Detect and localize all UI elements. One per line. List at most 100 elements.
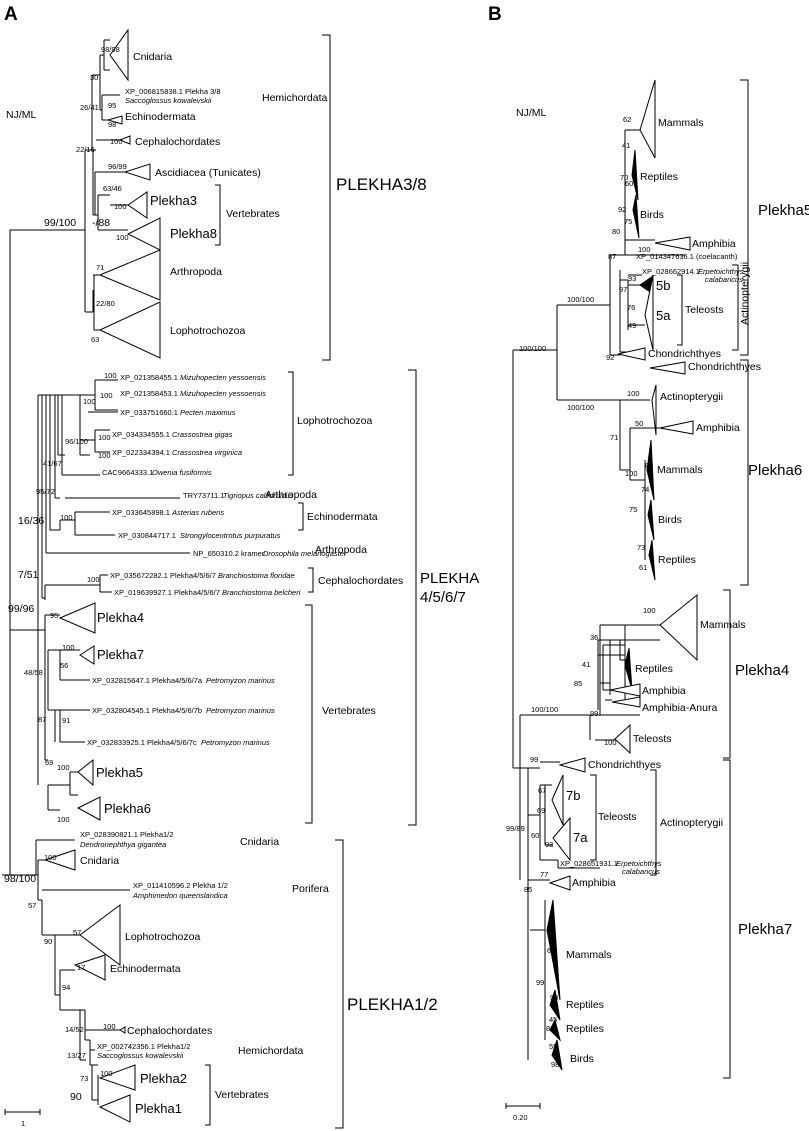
a-taxon-species: Branchiostoma floridae (218, 571, 295, 580)
a-support: 71 (96, 263, 104, 272)
b-support: 99 (530, 755, 538, 764)
a-taxon-species: Strongylocentrotus purpuratus (180, 531, 281, 540)
a-support: 100 (44, 853, 57, 862)
a-taxon: XP_011410596.2 Plekha 1/2 (133, 881, 228, 890)
a-support: 100 (116, 233, 129, 242)
a-cephalochordates-clade (118, 135, 131, 145)
a-taxon-species: Branchiostoma belcheri (222, 588, 301, 597)
a-support: 30 (90, 73, 98, 82)
b-support: 55 (549, 1042, 557, 1051)
a-scale-bar (4, 1109, 41, 1115)
a-taxon-species: Owenia fusiformis (152, 468, 212, 477)
a-support: 41/67 (43, 459, 62, 468)
a-taxon: XP_032815647.1 Plekha4/5/6/7a (92, 676, 203, 685)
a-taxon: XP_028390821.1 Plekha1/2 (80, 830, 173, 839)
b-actino3-clade (651, 384, 657, 436)
a-taxon-species: Mizuhopecten yessoensis (180, 373, 266, 382)
b-support: 97 (619, 285, 627, 294)
b-label-mammals3: Mammals (700, 619, 746, 631)
a-taxon: XP_034334555.1 (112, 430, 170, 439)
a-label-plekha5: Plekha5 (96, 765, 143, 780)
a-taxon-species: Tigriopus californicus (223, 491, 294, 500)
b-ereto2-stem (540, 859, 600, 869)
a-vert-4567-upper (44, 614, 60, 761)
b-label-plekha7: Plekha7 (738, 921, 792, 938)
b-amphibia1-clade (654, 236, 691, 251)
b-label-ereto1-species: Erpetoichthys (698, 267, 744, 276)
b-chondro1-clade (617, 347, 646, 361)
b-support: 69 (537, 806, 545, 815)
a-taxon: XP_033751660.1 (120, 408, 178, 417)
a-root-branches (10, 229, 85, 876)
a-vert-4567-spine (37, 629, 45, 785)
a-plekha4567-root (10, 394, 42, 631)
a-support: 96/99 (108, 162, 127, 171)
b-support: 60 (531, 831, 539, 840)
a-support: 57 (73, 928, 81, 937)
b-support: 67 (538, 786, 546, 795)
a-label-plekha1: Plekha1 (135, 1101, 182, 1116)
a-38-base (84, 149, 93, 313)
a-lopho2-bracket (288, 371, 294, 476)
a-taxon: XP_021358455.1 (120, 373, 178, 382)
a-taxon-species: Asterias rubens (171, 508, 224, 517)
b-label-plekha5: Plekha5 (758, 202, 809, 219)
a-4567-inner4 (55, 394, 65, 456)
b-label-amphibia3: Amphibia (642, 685, 686, 697)
b-support: 87 (608, 252, 616, 261)
a-support: 95 (108, 101, 116, 110)
a-branchio (44, 574, 112, 600)
b-scale-label: 0.20 (513, 1113, 528, 1122)
b-label-ereto2: XP_028651931.1 (560, 859, 618, 868)
a-label-vert1: Vertebrates (226, 208, 280, 220)
b-support: 100 (627, 389, 640, 398)
a-label-ascid: Ascidiacea (Tunicates) (155, 167, 261, 179)
a-support: 7/51 (18, 569, 39, 581)
b-support: 100 (643, 606, 656, 615)
b-label-chondro2: Chondrichthyes (688, 361, 761, 373)
a-plekha8-clade (126, 217, 161, 251)
a-label-lopho2: Lophotrochozoa (297, 415, 372, 427)
a-taxon: XP_030844717.1 (118, 531, 176, 540)
b-support: 36 (590, 633, 598, 642)
a-plekha2-clade (98, 1064, 136, 1091)
b-label-anura: Amphibia-Anura (642, 702, 717, 714)
b-label-teleosts1: Teleosts (685, 304, 724, 316)
b-5a-clade (644, 274, 654, 351)
b-7b-clade (551, 774, 564, 826)
b-plekha56-base (513, 304, 610, 401)
a-taxon-species: Amphimedon queenslandica (132, 891, 228, 900)
a-label-lopho3: Lophotrochozoa (125, 931, 200, 943)
a-root-spine (2, 230, 11, 876)
a-label-vert2: Vertebrates (322, 705, 376, 717)
b-label-mammals4: Mammals (566, 949, 612, 961)
a-label-plekha8: Plekha8 (170, 226, 217, 241)
b-support: 100/100 (567, 403, 594, 412)
a-support: 100 (57, 763, 70, 772)
b-label-reptiles1: Reptiles (640, 171, 678, 183)
b-label-teleosts2: Teleosts (633, 733, 672, 745)
a-label-arthro2: Arthropoda (265, 489, 317, 501)
b-p4-upper2 (597, 654, 626, 700)
b-support: 100/100 (531, 705, 558, 714)
b-amphibia4-clade (548, 875, 571, 891)
a-vert3-bracket (205, 1064, 211, 1126)
b-p7-base (520, 767, 530, 830)
b-reptiles5-clade (549, 1018, 561, 1042)
a-support: -/88 (92, 217, 110, 229)
b-label-reptiles2: Reptiles (658, 554, 696, 566)
a-support: 100 (98, 433, 111, 442)
panel-b-letter: B (488, 4, 502, 25)
b-label-birds2: Birds (658, 514, 682, 526)
b-support: 70 (620, 173, 628, 182)
b-support: 41 (582, 660, 590, 669)
b-scale-bar (505, 1103, 541, 1109)
b-chondro3-clade (558, 757, 586, 773)
a-taxon-species: Mizuhopecten yessoensis (180, 389, 266, 398)
a-support: 100 (104, 371, 117, 380)
b-plekha5-bracket (740, 79, 749, 356)
b-reptiles3-clade (624, 647, 633, 691)
a-support: 99/100 (44, 217, 76, 229)
a-vert-base (97, 194, 112, 231)
a-lophotrochozoa-clade (98, 301, 161, 359)
